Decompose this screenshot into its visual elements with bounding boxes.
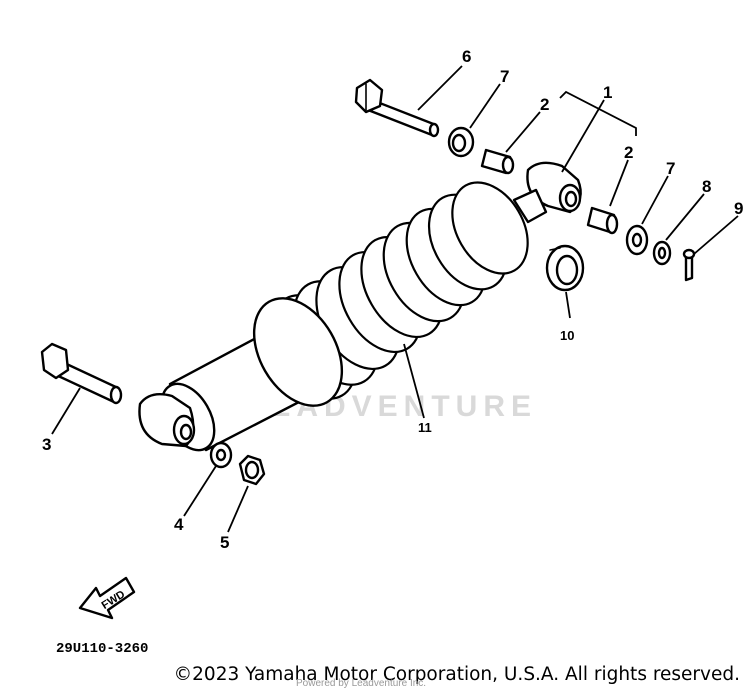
- part-10-dust-cover: [545, 244, 585, 292]
- copyright-notice: ©2023 Yamaha Motor Corporation, U.S.A. A…: [0, 664, 750, 685]
- diagram-code: 29U110-3260: [56, 641, 148, 657]
- leader-lines: [51, 65, 739, 533]
- callout-9: 9: [734, 199, 743, 218]
- callout-4: 4: [174, 515, 184, 534]
- callout-11: 11: [418, 420, 432, 435]
- callout-5: 5: [220, 533, 229, 552]
- callout-2-right: 2: [624, 143, 633, 162]
- callout-1: 1: [603, 83, 612, 102]
- callout-6: 6: [462, 47, 471, 66]
- forward-arrow-icon: FWD: [78, 576, 136, 620]
- callout-10: 10: [560, 328, 574, 343]
- callout-3: 3: [42, 435, 51, 454]
- part-7-upper-seal: [447, 126, 475, 158]
- part-3-lower-bolt: [40, 342, 123, 405]
- part-11-shock-absorber: [138, 161, 582, 452]
- part-5-nut: [238, 454, 266, 486]
- copyright-text: ©2023 Yamaha Motor Corporation, U.S.A. A…: [173, 664, 740, 685]
- callout-7-right: 7: [666, 159, 675, 178]
- callout-2-left: 2: [540, 95, 549, 114]
- part-7-right-seal: [625, 224, 649, 256]
- callout-8: 8: [702, 177, 711, 196]
- part-8-washer: [652, 240, 672, 266]
- part-4-washer: [209, 441, 233, 469]
- part-6-upper-bolt: [354, 78, 440, 138]
- sub-watermark: Powered by Leadventure Inc.: [296, 678, 427, 689]
- part-9-cotter-pin: [682, 248, 696, 282]
- part-2-right-collar: [586, 206, 619, 235]
- callout-7-upper: 7: [500, 67, 509, 86]
- part-2-left-collar: [480, 148, 515, 175]
